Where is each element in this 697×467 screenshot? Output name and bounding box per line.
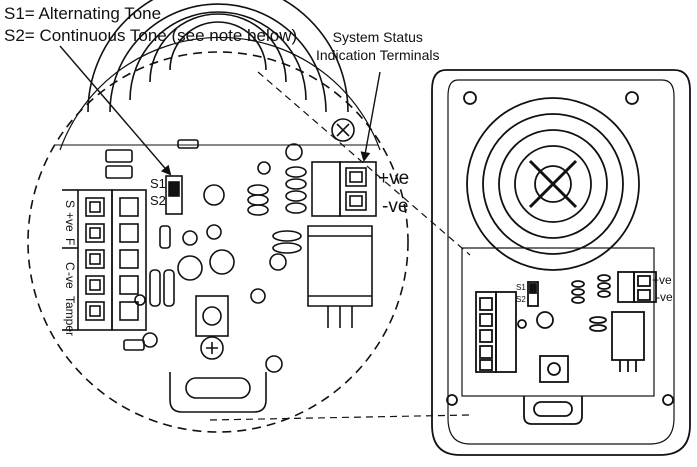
term-s-label: S [63, 200, 77, 208]
small-s1-label: S1 [516, 283, 526, 292]
zoom-link-bottom [209, 414, 471, 421]
small-neg-label: -ve [656, 290, 673, 304]
term-tamper-label: Tamper [63, 296, 77, 336]
status-terminals-callout: System Status Indication Terminals [316, 28, 439, 64]
legend-arrow [59, 45, 172, 176]
term-minusve-label: -ve [63, 272, 77, 289]
device-housing [431, 69, 691, 456]
tamper-button [195, 295, 229, 337]
callout-line-1: System Status [332, 29, 423, 45]
switch-s1-label: S1 [150, 176, 166, 191]
device-board [461, 247, 655, 397]
s2-legend-text: S2= Continuous Tone (see note below) [4, 26, 298, 45]
relay-component [307, 225, 373, 307]
callout-line-2: Indication Terminals [316, 47, 440, 63]
callout-arrow [360, 71, 381, 162]
term-c-label: C [63, 262, 77, 271]
bottom-tab [169, 372, 267, 413]
zoom-circle [27, 51, 409, 433]
term-f-label: F [63, 238, 77, 245]
status-terminal-block [311, 161, 341, 217]
switch-s2-label: S2 [150, 193, 166, 208]
terminal-neg-label: -ve [382, 196, 408, 217]
terminal-block-left [77, 189, 113, 331]
sounder-device [431, 69, 691, 456]
small-pos-label: +ve [652, 273, 672, 287]
device-speaker [466, 97, 640, 271]
terminal-pos-label: +ve [378, 168, 409, 189]
terminal-screws-left [85, 197, 105, 321]
speaker-arc-outer [87, 0, 349, 113]
zoom-link-top [257, 71, 471, 256]
dip-switch [165, 175, 183, 215]
s1-legend-text: S1= Alternating Tone [4, 4, 162, 23]
small-s2-label: S2 [516, 295, 526, 304]
term-plusve-label: +ve [63, 212, 77, 232]
zoom-detail [27, 0, 409, 433]
